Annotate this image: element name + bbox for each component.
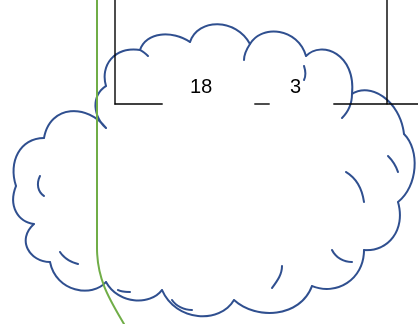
cloud-inner-arcs [36,43,399,311]
number-3: 3 [290,76,301,98]
green-curve [96,0,125,324]
cloud-shape [12,23,416,318]
number-18: 18 [190,76,212,98]
open-box [114,0,418,105]
